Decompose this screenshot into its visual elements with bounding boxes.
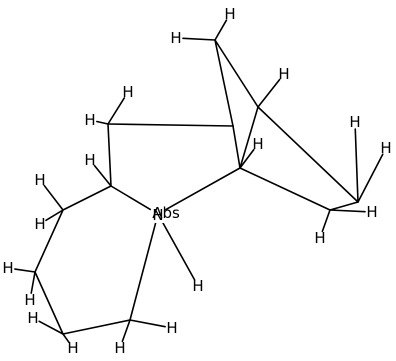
hydrogen-label: H: [84, 151, 95, 169]
hydrogen-label: H: [224, 5, 235, 23]
bond-c8-c10: [239, 167, 331, 211]
hydrogen-label: H: [278, 65, 289, 83]
bond-c11-c9: [257, 106, 359, 203]
bond-c5-h: [129, 319, 166, 328]
bond-c12-h: [214, 19, 228, 41]
bond-c12-c9: [214, 39, 259, 108]
bond-c8-h: [239, 148, 255, 169]
bond-c6-c7: [107, 123, 234, 127]
hydrogen-label: H: [366, 203, 377, 221]
hydrogen-label: H: [34, 215, 45, 233]
bond-c4-h: [38, 320, 64, 335]
bond-c3-h: [30, 271, 36, 294]
hydrogen-label: H: [380, 139, 391, 157]
bond-c4-c5: [62, 319, 131, 335]
hydrogen-label: H: [2, 259, 13, 277]
bond-c1-h: [93, 164, 112, 187]
hydrogen-bonds-layer: [14, 19, 384, 344]
nitrogen-atom-label: N: [152, 206, 163, 224]
bond-c2-h: [45, 209, 64, 222]
bond-c2-c3: [34, 209, 64, 273]
bond-c1-c6: [107, 123, 112, 187]
bond-c9-c8: [239, 106, 259, 169]
bond-c1-c2: [62, 185, 112, 211]
hydrogen-label: H: [166, 319, 177, 337]
hydrogen-label: H: [67, 339, 78, 357]
bonds-layer: [34, 39, 359, 335]
bond-c4-h: [62, 333, 70, 344]
bond-n-c8: [165, 167, 241, 211]
hydrogen-label: H: [34, 171, 45, 189]
hydrogen-label: H: [84, 111, 95, 129]
bond-c12-h: [182, 37, 216, 41]
bond-c5-h: [121, 319, 131, 343]
bond-n-h: [161, 221, 196, 281]
nitrogen-label-background: [151, 205, 165, 223]
stereo-abs-annotation: Abs: [152, 204, 180, 222]
hydrogen-label: H: [114, 339, 125, 357]
bond-c3-h: [14, 268, 36, 273]
bond-c2-h: [43, 184, 64, 211]
hydrogen-label: H: [252, 135, 263, 153]
bond-c8-c7: [232, 125, 241, 169]
bond-c10-h: [329, 209, 366, 213]
hydrogen-label: H: [122, 83, 133, 101]
bond-n-c1: [110, 185, 152, 211]
bond-c9-h: [257, 78, 281, 108]
bond-c3-c4: [34, 271, 64, 335]
bond-c7-c12: [214, 39, 234, 127]
bond-c11-h: [354, 128, 359, 203]
bond-c10-c11: [329, 201, 359, 211]
bond-c6-h: [107, 97, 126, 125]
hydrogen-label: H: [349, 113, 360, 131]
hydrogen-label: H: [24, 291, 35, 309]
hydrogen-label: H: [170, 29, 181, 47]
hydrogen-label: H: [192, 277, 203, 295]
bond-c6-h: [96, 120, 109, 125]
bond-c11-h: [357, 153, 384, 203]
hydrogen-label: H: [314, 229, 325, 247]
bond-c5-n: [129, 221, 157, 321]
bond-c10-h: [321, 209, 331, 233]
hydrogen-label: H: [27, 309, 38, 327]
